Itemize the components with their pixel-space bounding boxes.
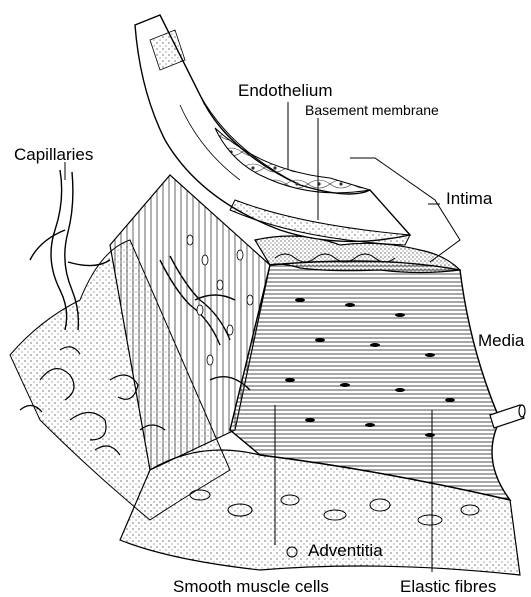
label-elastic-fibres: Elastic fibres — [400, 578, 496, 595]
label-endothelium: Endothelium — [238, 82, 333, 99]
label-intima: Intima — [446, 190, 492, 207]
label-smooth-muscle-cells: Smooth muscle cells — [173, 578, 329, 595]
label-adventitia: Adventitia — [308, 542, 383, 559]
label-media: Media — [478, 332, 524, 349]
label-basement-membrane: Basement membrane — [305, 103, 439, 117]
label-capillaries: Capillaries — [14, 146, 93, 163]
